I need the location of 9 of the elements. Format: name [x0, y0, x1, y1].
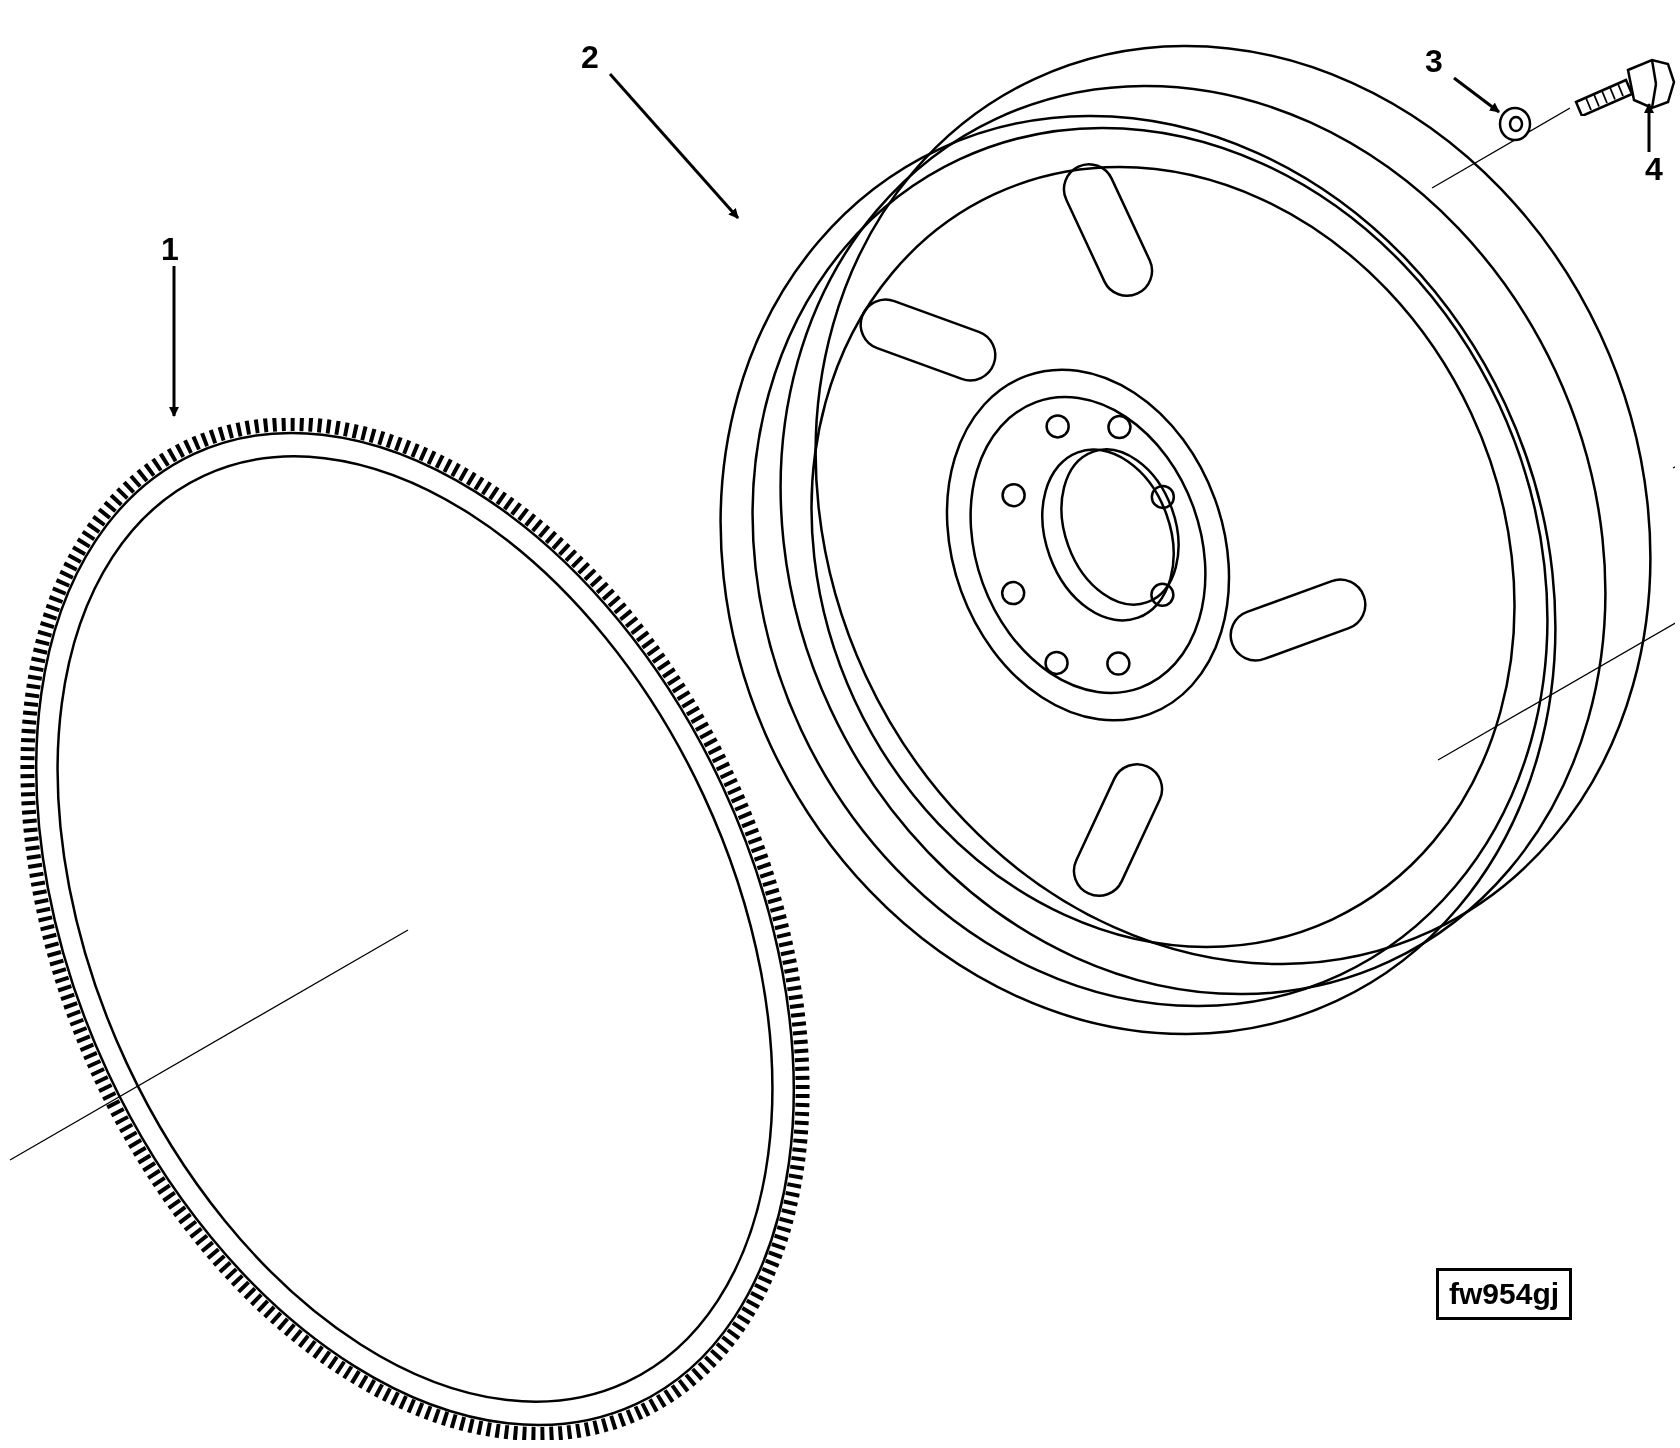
leader-line — [1453, 76, 1500, 114]
leader-line — [169, 266, 179, 417]
leader-line — [1644, 103, 1654, 152]
leader-line — [608, 73, 740, 219]
callout-number: 3 — [1414, 44, 1454, 78]
callout-number: 4 — [1634, 152, 1674, 186]
callout-number: 1 — [150, 232, 190, 266]
callout-number: 2 — [570, 40, 610, 74]
figure-code: fw954gj — [1436, 1268, 1573, 1320]
